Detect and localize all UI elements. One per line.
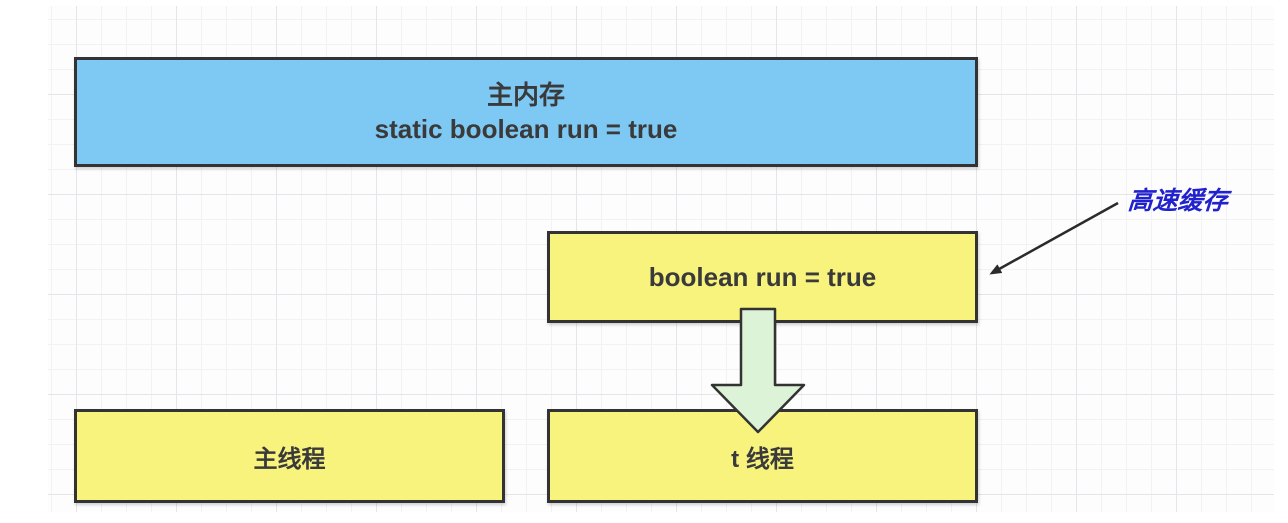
t-thread-node: t 线程	[547, 409, 978, 503]
main-memory-node: 主内存 static boolean run = true	[74, 57, 978, 167]
main-memory-title: 主内存	[486, 80, 565, 110]
cache-annotation-label: 高速缓存	[1126, 187, 1229, 215]
main-thread-label: 主线程	[253, 445, 326, 473]
main-memory-code: static boolean run = true	[374, 114, 678, 144]
main-thread-node: 主线程	[74, 409, 505, 503]
t-thread-label: t 线程	[731, 445, 794, 473]
cache-code: boolean run = true	[648, 261, 877, 292]
cache-node: boolean run = true	[547, 231, 978, 323]
